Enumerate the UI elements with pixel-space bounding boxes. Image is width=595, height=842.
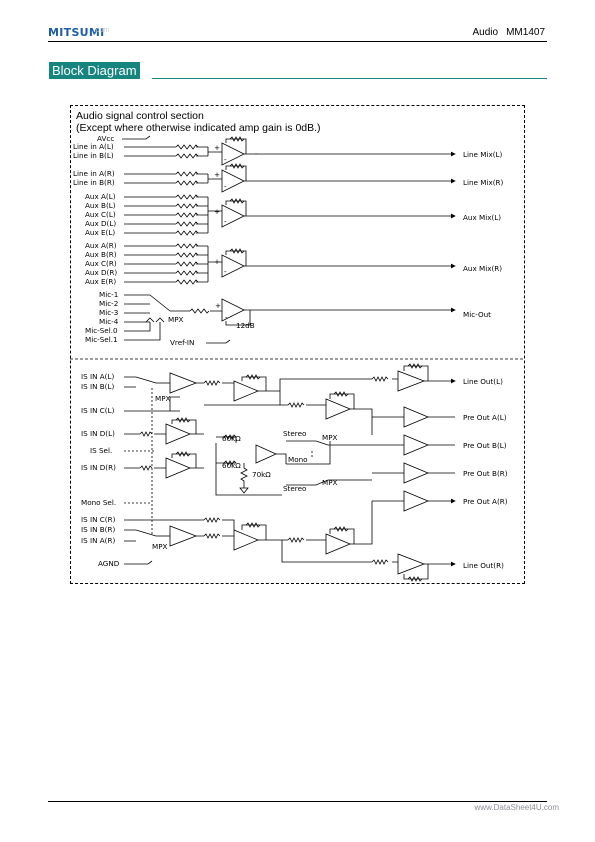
header-watermark: .com xyxy=(94,27,110,34)
line-in-a-l-label: Line in A(L) xyxy=(73,142,114,151)
is-mpx-top-label: MPX xyxy=(155,394,171,403)
is-in-d-l-label: IS IN D(L) xyxy=(81,429,115,438)
aux-b-r-label: Aux B(R) xyxy=(85,250,117,259)
aux-mix-l-label: Aux Mix(L) xyxy=(463,213,501,222)
is-in-b-l-label: IS IN B(L) xyxy=(81,382,114,391)
svg-text:-: - xyxy=(224,217,227,226)
footer-watermark[interactable]: www.DataSheet4U.com xyxy=(474,803,559,812)
line-in-a-r-label: Line in A(R) xyxy=(73,169,115,178)
is-in-c-l-label: IS IN C(L) xyxy=(81,406,115,415)
mic-out-label: Mic-Out xyxy=(463,310,491,319)
svg-text:+: + xyxy=(214,143,220,152)
line-out-r-label: Line Out(R) xyxy=(463,561,504,570)
aux-d-l-label: Aux D(L) xyxy=(85,219,116,228)
aux-c-r-label: Aux C(R) xyxy=(85,259,117,268)
aux-e-l-label: Aux E(L) xyxy=(85,228,115,237)
mic-sel-1-label: Mic-Sel.1 xyxy=(85,335,118,344)
svg-text:+: + xyxy=(214,170,220,179)
stereo-bottom-label: Stereo xyxy=(283,484,306,493)
svg-text:-: - xyxy=(224,155,227,164)
mic-mpx-label: MPX xyxy=(168,315,184,324)
line-mix-l-label: Line Mix(L) xyxy=(463,150,503,159)
is-mpx-bottom-label: MPX xyxy=(152,542,168,551)
vref-label: Vref-IN xyxy=(170,338,194,347)
line-mix-r-label: Line Mix(R) xyxy=(463,178,504,187)
aux-c-l-label: Aux C(L) xyxy=(85,210,116,219)
aux-mix-r-block: Aux A(R) Aux B(R) Aux C(R) Aux D(R) Aux … xyxy=(85,241,502,286)
svg-text:-: - xyxy=(255,149,258,158)
mic-3-label: Mic-3 xyxy=(99,308,118,317)
mpx-top-label: MPX xyxy=(322,433,338,442)
header-part-number: MM1407 xyxy=(506,27,545,38)
svg-text:+: + xyxy=(214,257,220,266)
aux-e-r-label: Aux E(R) xyxy=(85,277,116,286)
avcc-wire xyxy=(122,135,151,140)
svg-text:-: - xyxy=(224,267,227,276)
header-category: Audio xyxy=(472,27,499,38)
is-sel-label: IS Sel. xyxy=(90,446,112,455)
pre-out-a-l-label: Pre Out A(L) xyxy=(463,413,507,422)
header-rule xyxy=(48,41,547,42)
mic-2-label: Mic-2 xyxy=(99,299,118,308)
mpx-bottom-label: MPX xyxy=(322,478,338,487)
mic-1-label: Mic-1 xyxy=(99,290,118,299)
aux-a-l-label: Aux A(L) xyxy=(85,192,116,201)
mono-sel-label: Mono Sel. xyxy=(81,498,116,507)
res-60k-b-label: 60kΩ xyxy=(222,461,241,470)
line-mix-l-block: Line in A(L) Line in B(L) +- - Line Mix(… xyxy=(73,136,503,166)
is-in-a-l-label: IS IN A(L) xyxy=(81,372,114,381)
svg-text:-: - xyxy=(225,313,228,322)
is-in-d-r-label: IS IN D(R) xyxy=(81,463,116,472)
is-in-c-r-label: IS IN C(R) xyxy=(81,515,116,524)
svg-text:-: - xyxy=(224,182,227,191)
is-section: IS IN A(L) IS IN B(L) IS IN C(L) IS IN D… xyxy=(81,363,508,582)
agnd-pin-label: AGND xyxy=(98,559,120,568)
svg-text:+: + xyxy=(214,207,220,216)
aux-mix-l-block: Aux A(L) Aux B(L) Aux C(L) Aux D(L) Aux … xyxy=(85,192,501,237)
line-in-b-l-label: Line in B(L) xyxy=(73,151,114,160)
res-60k-a-label: 60kΩ xyxy=(222,434,241,443)
mic-gain-label: 12dB xyxy=(236,321,255,330)
mitsumi-logo: MITSUMI xyxy=(48,26,105,39)
line-mix-r-block: Line in A(R) Line in B(R) +- Line Mix(R) xyxy=(73,163,504,193)
pre-out-b-r-label: Pre Out B(R) xyxy=(463,469,508,478)
aux-d-r-label: Aux D(R) xyxy=(85,268,117,277)
mic-4-label: Mic-4 xyxy=(99,317,119,326)
is-in-b-r-label: IS IN B(R) xyxy=(81,525,115,534)
line-in-b-r-label: Line in B(R) xyxy=(73,178,115,187)
header-info: Audio MM1407 xyxy=(473,27,545,38)
stereo-top-label: Stereo xyxy=(283,429,306,438)
line-out-l-label: Line Out(L) xyxy=(463,377,503,386)
section-title: Block Diagram xyxy=(49,62,140,79)
pre-out-a-r-label: Pre Out A(R) xyxy=(463,497,508,506)
avcc-pin-label: AVcc xyxy=(97,134,114,143)
is-in-a-r-label: IS IN A(R) xyxy=(81,536,115,545)
pre-out-b-l-label: Pre Out B(L) xyxy=(463,441,507,450)
mono-label: Mono xyxy=(288,455,308,464)
mic-sel-0-label: Mic-Sel.0 xyxy=(85,326,118,335)
aux-mix-r-label: Aux Mix(R) xyxy=(463,264,502,273)
mic-block: Mic-1 Mic-2 Mic-3 Mic-4 Mic-Sel.0 Mic-Se… xyxy=(85,290,491,347)
res-70k-label: 70kΩ xyxy=(252,470,271,479)
svg-text:+: + xyxy=(215,301,221,310)
aux-b-l-label: Aux B(L) xyxy=(85,201,116,210)
section-rule xyxy=(152,78,547,79)
diagram-title: Audio signal control section xyxy=(76,110,204,122)
aux-a-r-label: Aux A(R) xyxy=(85,241,117,250)
footer-rule xyxy=(48,801,547,802)
diagram-frame xyxy=(70,105,525,584)
diagram-subtitle: (Except where otherwise indicated amp ga… xyxy=(76,122,321,134)
